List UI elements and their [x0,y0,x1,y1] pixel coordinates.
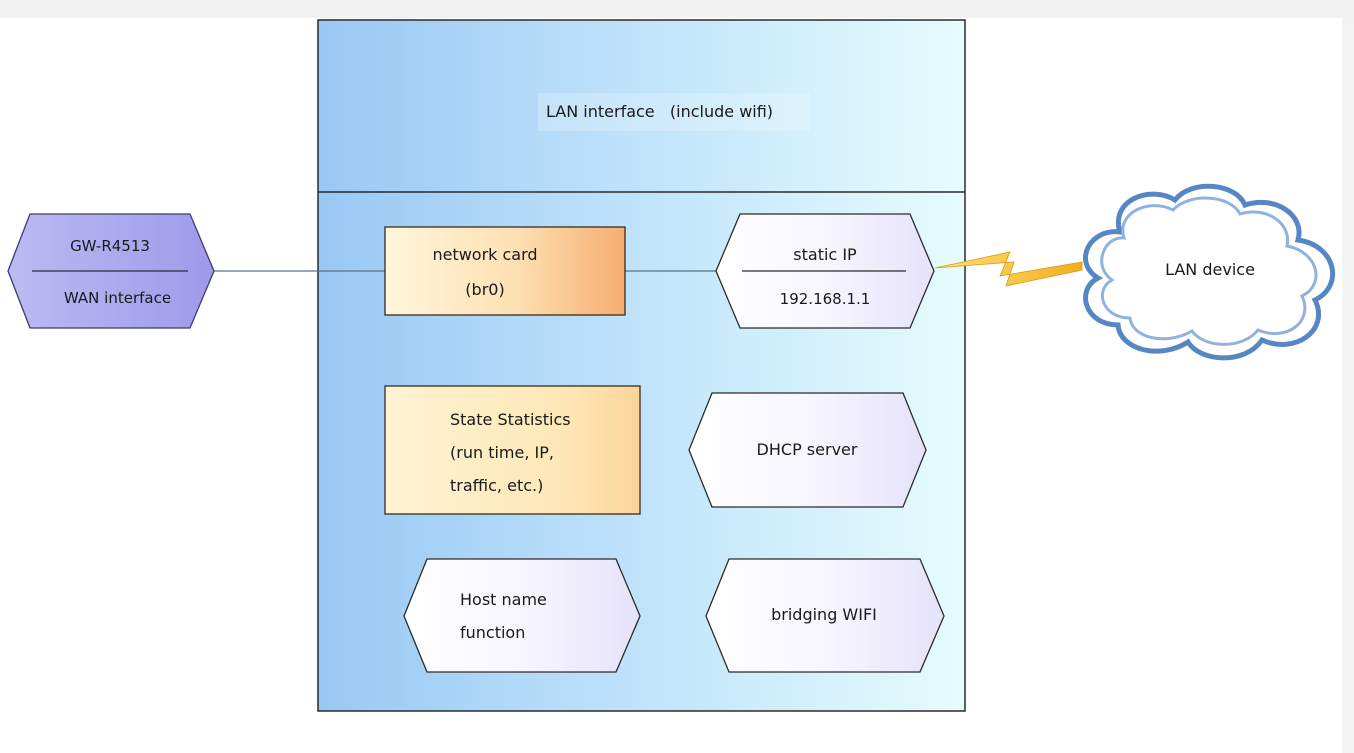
network-card-box [384,226,626,316]
top-strip [0,0,1354,18]
right-strip [1342,18,1354,753]
state-statistics-line1: State Statistics [450,410,571,429]
state-statistics-box [384,385,641,515]
network-card-title: network card [432,245,538,264]
network-card-subtitle: (br0) [465,280,505,299]
dhcp-server-shape [688,392,927,508]
lightning-icon [934,251,1083,287]
cloud-icon [1083,183,1335,361]
static-ip-title: static IP [793,245,857,264]
wan-node-subtitle: WAN interface [63,289,172,307]
static-ip-value: 192.168.1.1 [779,290,871,308]
state-statistics-line3: traffic, etc.) [450,476,544,495]
bridging-wifi-shape [705,558,945,673]
lan-title-backdrop [538,93,810,131]
dhcp-server-label: DHCP server [756,440,858,459]
host-name-line2: function [460,623,526,642]
host-name-line1: Host name [460,590,547,609]
bridging-wifi-label: bridging WIFI [771,605,877,624]
lan-panel-title: LAN interface (include wifi) [546,102,774,121]
host-name-shape [403,558,641,673]
wan-node-title: GW-R4513 [70,237,150,255]
lan-device-label: LAN device [1165,260,1255,279]
state-statistics-line2: (run time, IP, [450,443,554,462]
